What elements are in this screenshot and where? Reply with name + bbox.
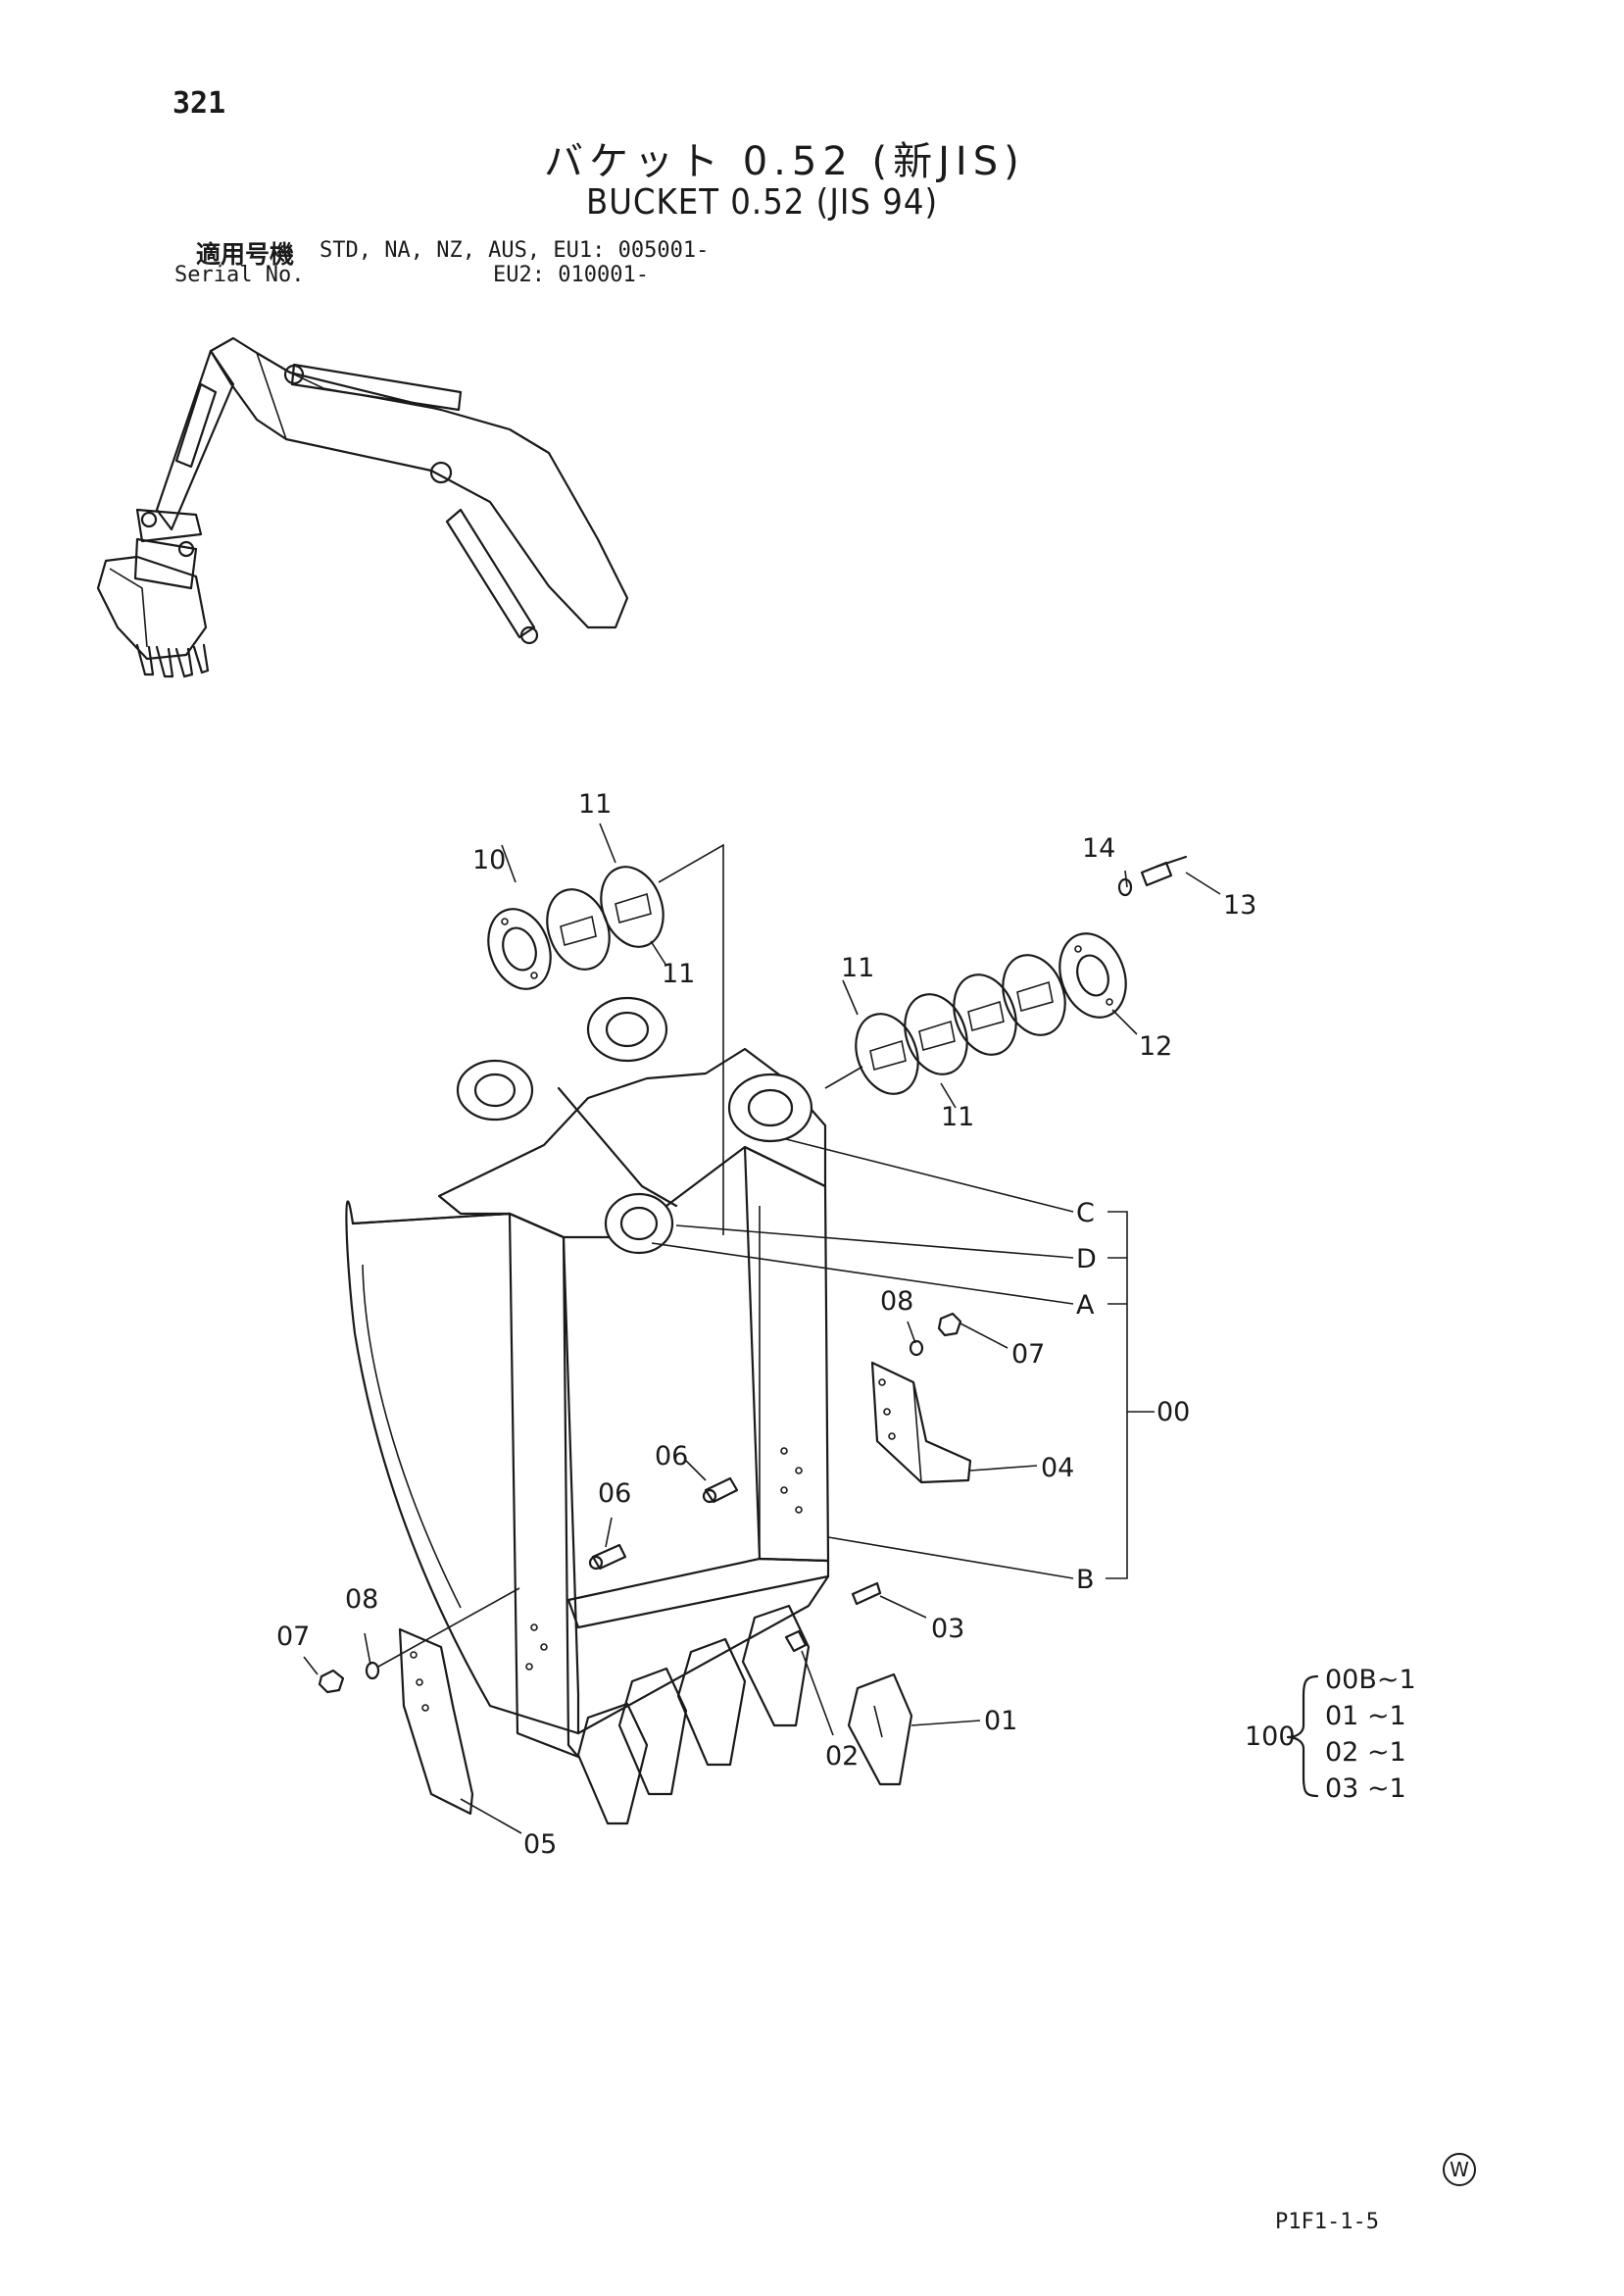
page-number: 321 bbox=[172, 86, 226, 121]
excavator-arm-thumbnail bbox=[96, 336, 629, 678]
left-shim-group bbox=[487, 843, 724, 1235]
callout-11-lower: 11 bbox=[941, 1102, 975, 1132]
page-title-en: BUCKET 0.52 (JIS 94) bbox=[586, 182, 939, 223]
drawing-code: P1F1-1-5 bbox=[1275, 2210, 1379, 2234]
callout-A: A bbox=[1076, 1290, 1095, 1321]
side-cutters bbox=[318, 1312, 972, 1816]
serial-label-jp: 適用号機 bbox=[196, 240, 295, 269]
callout-11-right: 11 bbox=[841, 953, 875, 983]
callout-13: 13 bbox=[1223, 890, 1257, 921]
serial-range-1: STD, NA, NZ, AUS, EU1: 005001- bbox=[320, 238, 710, 263]
callout-14: 14 bbox=[1082, 833, 1116, 864]
callout-01: 01 bbox=[984, 1706, 1018, 1736]
kit-item: 01 ~1 bbox=[1325, 1701, 1406, 1731]
callout-06-lower: 06 bbox=[598, 1478, 632, 1509]
leader-lines bbox=[303, 823, 1221, 1834]
callout-08-left: 08 bbox=[345, 1584, 379, 1615]
bucket-assembly bbox=[345, 996, 830, 1825]
callout-07-right: 07 bbox=[1011, 1339, 1046, 1370]
right-shim-group bbox=[824, 855, 1188, 1095]
callout-07-left: 07 bbox=[276, 1622, 311, 1652]
kit-item: 02 ~1 bbox=[1325, 1737, 1406, 1768]
callout-02: 02 bbox=[825, 1741, 860, 1772]
page-title-jp: バケット 0.52 (新JIS) bbox=[544, 139, 1025, 184]
serial-label-en: Serial No. bbox=[174, 263, 305, 287]
callout-03: 03 bbox=[931, 1614, 965, 1644]
serial-range-2: EU2: 010001- bbox=[493, 263, 649, 287]
callout-12: 12 bbox=[1139, 1031, 1173, 1062]
callout-B: B bbox=[1076, 1565, 1095, 1595]
kit-item: 00B~1 bbox=[1325, 1665, 1416, 1695]
callout-06-upper: 06 bbox=[655, 1441, 689, 1472]
callout-11-left: 11 bbox=[662, 959, 696, 989]
callout-08-right: 08 bbox=[880, 1286, 914, 1317]
callout-10: 10 bbox=[472, 845, 507, 875]
callout-00: 00 bbox=[1156, 1397, 1191, 1427]
callout-04: 04 bbox=[1041, 1453, 1075, 1483]
callout-D: D bbox=[1076, 1244, 1097, 1274]
kit-brace bbox=[1286, 1674, 1319, 1798]
callout-C: C bbox=[1076, 1198, 1095, 1228]
callout-11-top: 11 bbox=[578, 789, 613, 820]
w-mark-icon: W bbox=[1443, 2153, 1476, 2186]
kit-number: 100 bbox=[1245, 1722, 1296, 1752]
callout-05: 05 bbox=[523, 1829, 558, 1860]
kit-item: 03 ~1 bbox=[1325, 1773, 1406, 1804]
